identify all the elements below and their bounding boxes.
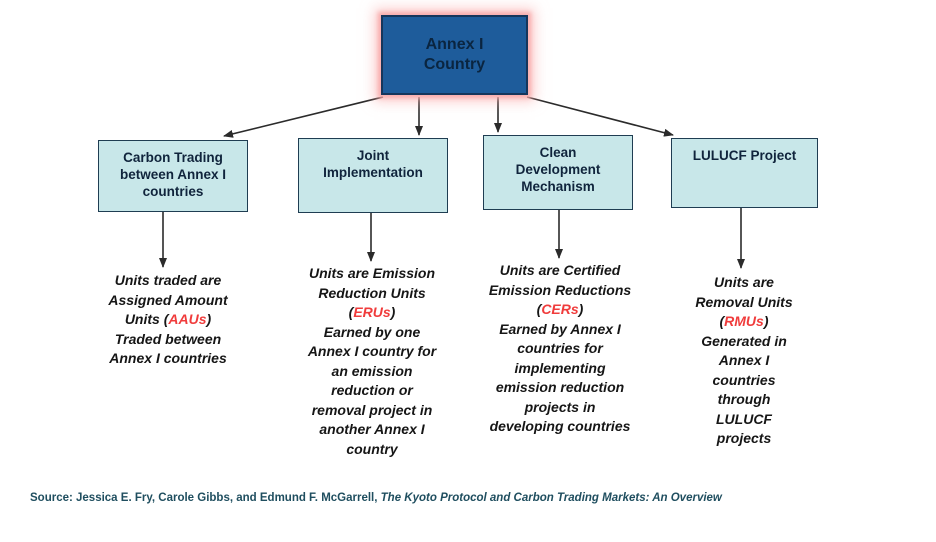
unit-acronym-highlight: CERs bbox=[541, 301, 579, 317]
description-line: (RMUs) bbox=[661, 312, 827, 332]
description-text: emission reduction bbox=[495, 379, 625, 395]
description-line: an emission bbox=[279, 362, 465, 382]
description-line: another Annex I bbox=[279, 420, 465, 440]
description-line: country bbox=[279, 440, 465, 460]
branch-box-carbon-trading: Carbon Trading between Annex I countries bbox=[98, 140, 248, 212]
branch-box-cdm: Clean Development Mechanism bbox=[483, 135, 633, 210]
description-text: LULUCF bbox=[716, 410, 772, 427]
description-text: Earned by Annex I bbox=[499, 320, 621, 337]
description-text: Annex I countries bbox=[109, 350, 227, 366]
description-line: Annex I countries bbox=[80, 349, 256, 369]
description-line: Units are Certified bbox=[462, 261, 658, 281]
branch-box-joint-implementation: Joint Implementation bbox=[298, 138, 448, 213]
description-line: emission reduction bbox=[462, 378, 658, 398]
description-line: (ERUs) bbox=[279, 303, 465, 323]
unit-acronym-highlight: RMUs bbox=[724, 313, 764, 329]
description-line: Units are Emission bbox=[279, 264, 465, 284]
root-node-annex-i-country: Annex I Country bbox=[381, 15, 528, 95]
description-text: Removal Units bbox=[695, 293, 793, 310]
description-line: Emission Reductions bbox=[462, 281, 658, 301]
description-text: Units traded are bbox=[114, 272, 222, 288]
description-text: Units are Certified bbox=[499, 262, 621, 278]
description-line: projects bbox=[661, 429, 827, 449]
description-text: Annex I bbox=[718, 352, 770, 368]
description-line: Annex I bbox=[661, 351, 827, 371]
description-line: developing countries bbox=[462, 417, 658, 437]
description-text: countries bbox=[712, 371, 776, 388]
description-line: projects in bbox=[462, 398, 658, 418]
connector-root-to-carbon-trading bbox=[223, 96, 384, 138]
description-line: Earned by Annex I bbox=[462, 320, 658, 340]
description-line: implementing bbox=[462, 359, 658, 379]
description-text: ) bbox=[390, 304, 396, 320]
description-text: country bbox=[346, 440, 398, 457]
description-text: projects bbox=[716, 430, 772, 446]
source-citation: Source: Jessica E. Fry, Carole Gibbs, an… bbox=[30, 491, 910, 506]
description-text: ( bbox=[719, 313, 725, 329]
branch-box-lulucf: LULUCF Project bbox=[671, 138, 818, 208]
branch-box-label: Joint Implementation bbox=[323, 148, 423, 180]
description-line: Traded between bbox=[80, 330, 256, 350]
description-text: another Annex I bbox=[319, 421, 425, 437]
connector-root-to-lulucf bbox=[526, 96, 674, 137]
description-text: an emission bbox=[331, 362, 413, 379]
source-citation-prefix: Source: Jessica E. Fry, Carole Gibbs, an… bbox=[30, 492, 381, 504]
description-text: developing countries bbox=[489, 418, 631, 434]
description-text: Reduction Units bbox=[318, 284, 426, 301]
description-text: ( bbox=[536, 301, 542, 317]
description-line: Reduction Units bbox=[279, 284, 465, 304]
description-line: Annex I country for bbox=[279, 342, 465, 362]
description-text: ) bbox=[206, 311, 212, 327]
description-line: (CERs) bbox=[462, 300, 658, 320]
description-line: LULUCF bbox=[661, 410, 827, 430]
description-text: countries for bbox=[517, 340, 603, 356]
description-line: Units (AAUs) bbox=[80, 310, 256, 330]
description-text: Generated in bbox=[701, 332, 787, 349]
description-line: Units are bbox=[661, 273, 827, 293]
description-text: removal project in bbox=[311, 401, 433, 418]
description-line: removal project in bbox=[279, 401, 465, 421]
description-text: ( bbox=[348, 304, 354, 320]
description-text: Annex I country for bbox=[307, 343, 437, 359]
branch-box-label: Carbon Trading between Annex I countries bbox=[119, 150, 227, 199]
description-text: projects in bbox=[524, 398, 596, 415]
unit-acronym-highlight: ERUs bbox=[353, 304, 391, 320]
source-citation-title: The Kyoto Protocol and Carbon Trading Ma… bbox=[380, 492, 722, 504]
description-text: implementing bbox=[514, 359, 606, 376]
branch-box-label: LULUCF Project bbox=[692, 148, 797, 163]
description-line: Removal Units bbox=[661, 293, 827, 313]
description-text: Traded between bbox=[114, 330, 222, 347]
description-text: Earned by one bbox=[323, 323, 421, 340]
description-line: Earned by one bbox=[279, 323, 465, 343]
description-line: Assigned Amount bbox=[80, 291, 256, 311]
description-text: Units are bbox=[714, 274, 774, 290]
description-text: through bbox=[717, 391, 771, 407]
description-text: ) bbox=[763, 313, 769, 329]
description-text: ) bbox=[578, 301, 584, 317]
branch-box-label: Clean Development Mechanism bbox=[515, 145, 601, 194]
description-text: Units ( bbox=[124, 311, 169, 327]
description-text: reduction or bbox=[331, 382, 413, 398]
description-line: through bbox=[661, 390, 827, 410]
description-text: Assigned Amount bbox=[108, 291, 228, 308]
description-text: Emission Reductions bbox=[488, 281, 632, 298]
description-line: Units traded are bbox=[80, 271, 256, 291]
description-line: Generated in bbox=[661, 332, 827, 352]
root-node-label: Annex I Country bbox=[423, 36, 486, 73]
description-line: countries for bbox=[462, 339, 658, 359]
unit-acronym-highlight: AAUs bbox=[168, 311, 207, 327]
description-text: Units are Emission bbox=[308, 265, 436, 281]
description-line: reduction or bbox=[279, 381, 465, 401]
description-line: countries bbox=[661, 371, 827, 391]
